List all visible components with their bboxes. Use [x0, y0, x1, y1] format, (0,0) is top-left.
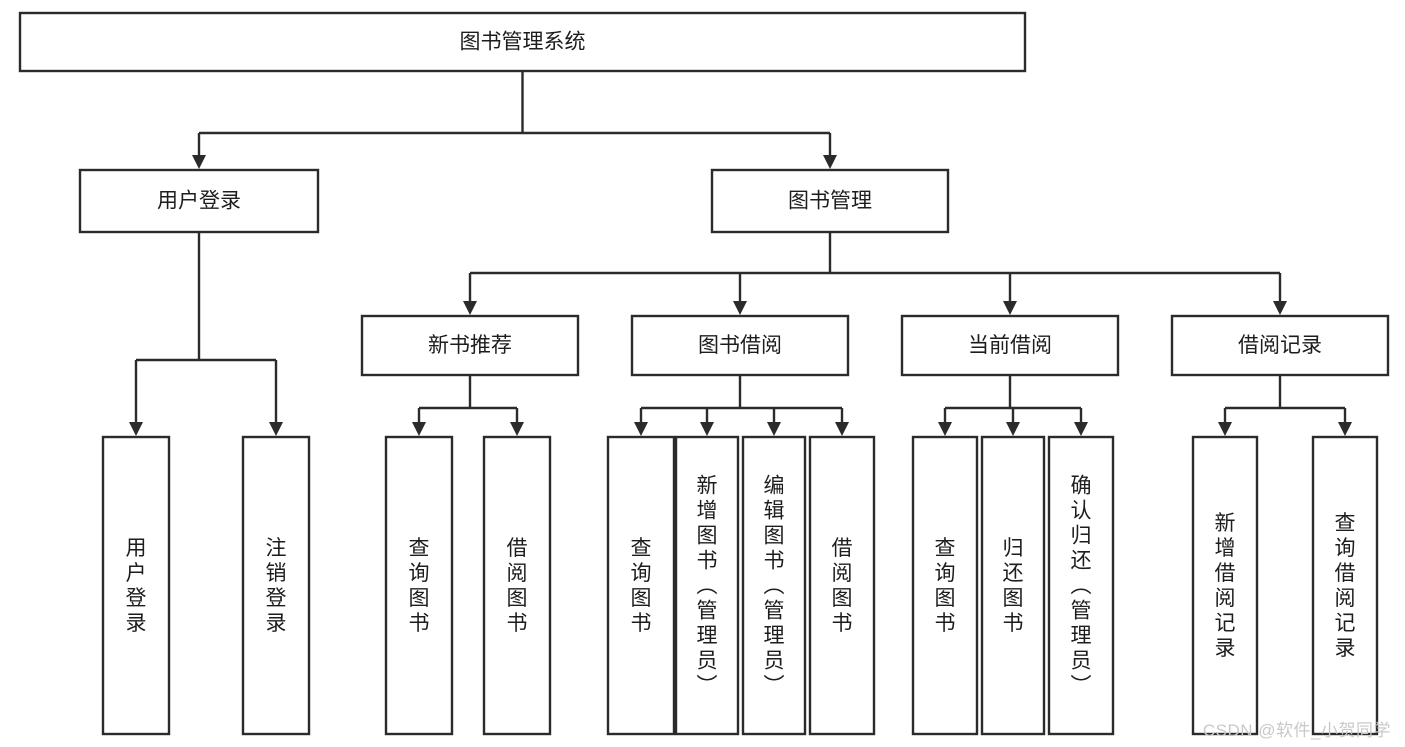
node-label: 图书管理系统 [460, 31, 586, 54]
node-label: 查询图书 [631, 537, 652, 635]
node-label: 归还图书 [1003, 537, 1024, 635]
node-l2-借阅记录[interactable]: 借阅记录 [1170, 314, 1390, 377]
node-box[interactable] [980, 435, 1046, 736]
nodes-layer: 图书管理系统用户登录图书管理新书推荐图书借阅当前借阅借阅记录用户登录注销登录查询… [18, 11, 1390, 736]
node-label: 查询图书 [409, 537, 430, 635]
node-l1-图书管理[interactable]: 图书管理 [710, 168, 950, 234]
arrow-head-icon [412, 422, 426, 436]
node-l2-图书借阅[interactable]: 图书借阅 [630, 314, 850, 377]
node-label: 确认归还︵管理员︶ [1071, 475, 1092, 698]
node-box[interactable] [1191, 435, 1259, 736]
arrow-head-icon [269, 422, 283, 436]
node-box[interactable] [606, 435, 676, 736]
node-leaf-用户登录[interactable]: 用户登录 [101, 435, 171, 736]
node-leaf-注销登录[interactable]: 注销登录 [241, 435, 311, 736]
node-box[interactable] [674, 435, 740, 736]
node-box[interactable] [1170, 314, 1390, 377]
node-l1-用户登录[interactable]: 用户登录 [78, 168, 320, 234]
node-label: 编辑图书︵管理员︶ [764, 475, 785, 698]
node-leaf-借阅图书[interactable]: 借阅图书 [482, 435, 552, 736]
node-box[interactable] [18, 11, 1027, 73]
arrow-head-icon [463, 301, 477, 315]
node-box[interactable] [900, 314, 1120, 377]
arrow-head-icon [634, 422, 648, 436]
node-label: 用户登录 [157, 190, 241, 213]
arrow-head-icon [823, 155, 837, 169]
arrow-head-icon [510, 422, 524, 436]
arrow-head-icon [1338, 422, 1352, 436]
node-label: 借阅图书 [507, 537, 528, 635]
arrow-head-icon [733, 301, 747, 315]
node-label: 新增借阅记录 [1215, 512, 1236, 660]
node-label: 查询图书 [935, 537, 956, 635]
node-label: 图书借阅 [698, 334, 782, 357]
arrow-head-icon [1074, 422, 1088, 436]
node-label: 新增图书︵管理员︶ [697, 475, 718, 698]
node-leaf-查询图书[interactable]: 查询图书 [606, 435, 676, 736]
node-leaf-确认归还管理员[interactable]: 确认归还︵管理员︶ [1047, 435, 1115, 736]
arrow-head-icon [1273, 301, 1287, 315]
node-box[interactable] [78, 168, 320, 234]
node-root-图书管理系统[interactable]: 图书管理系统 [18, 11, 1027, 73]
node-label: 新书推荐 [428, 334, 512, 357]
node-l2-新书推荐[interactable]: 新书推荐 [360, 314, 580, 377]
node-label: 注销登录 [266, 537, 287, 635]
node-box[interactable] [241, 435, 311, 736]
node-leaf-新增图书管理员[interactable]: 新增图书︵管理员︶ [674, 435, 740, 736]
node-label: 图书管理 [788, 190, 872, 213]
node-leaf-查询借阅记录[interactable]: 查询借阅记录 [1311, 435, 1379, 736]
arrow-head-icon [835, 422, 849, 436]
arrow-head-icon [1006, 422, 1020, 436]
arrow-head-icon [1003, 301, 1017, 315]
arrow-head-icon [192, 155, 206, 169]
arrow-head-icon [129, 422, 143, 436]
node-l2-当前借阅[interactable]: 当前借阅 [900, 314, 1120, 377]
node-box[interactable] [710, 168, 950, 234]
node-box[interactable] [1047, 435, 1115, 736]
node-box[interactable] [101, 435, 171, 736]
arrow-head-icon [700, 422, 714, 436]
node-label: 借阅图书 [832, 537, 853, 635]
node-box[interactable] [482, 435, 552, 736]
node-box[interactable] [741, 435, 807, 736]
node-label: 用户登录 [126, 537, 147, 635]
node-box[interactable] [1311, 435, 1379, 736]
node-box[interactable] [911, 435, 979, 736]
arrow-head-icon [767, 422, 781, 436]
node-label: 查询借阅记录 [1335, 512, 1356, 660]
node-box[interactable] [808, 435, 876, 736]
node-leaf-新增借阅记录[interactable]: 新增借阅记录 [1191, 435, 1259, 736]
arrow-head-icon [938, 422, 952, 436]
node-leaf-查询图书[interactable]: 查询图书 [384, 435, 454, 736]
node-box[interactable] [360, 314, 580, 377]
arrow-head-icon [1218, 422, 1232, 436]
node-leaf-查询图书[interactable]: 查询图书 [911, 435, 979, 736]
node-box[interactable] [630, 314, 850, 377]
node-leaf-归还图书[interactable]: 归还图书 [980, 435, 1046, 736]
node-label: 当前借阅 [968, 334, 1052, 357]
node-box[interactable] [384, 435, 454, 736]
watermark-text: CSDN @软件_小贺同学 [1202, 721, 1391, 740]
node-leaf-编辑图书管理员[interactable]: 编辑图书︵管理员︶ [741, 435, 807, 736]
connectors-layer [129, 71, 1352, 436]
node-leaf-借阅图书[interactable]: 借阅图书 [808, 435, 876, 736]
node-label: 借阅记录 [1238, 334, 1322, 357]
